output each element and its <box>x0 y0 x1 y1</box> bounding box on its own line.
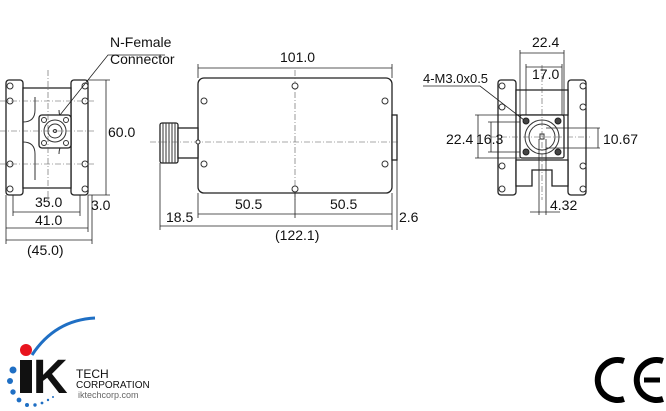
dim-overall-width: (45.0) <box>27 242 64 258</box>
dim-inner-width: 35.0 <box>35 194 62 210</box>
dim-plate: 3.0 <box>91 197 111 213</box>
dim-tab: 2.6 <box>399 209 419 225</box>
logo-url: iktechcorp.com <box>78 390 139 400</box>
dim-width: 41.0 <box>35 212 62 228</box>
thread-callout: 4-M3.0x0.5 <box>423 71 488 86</box>
logo-line2: CORPORATION <box>76 380 150 391</box>
iktech-logo: K TECH CORPORATION iktechcorp.com <box>7 316 150 407</box>
dim-height: 60.0 <box>108 124 135 140</box>
top-view: 101.0 50.5 50.5 18.5 (122.1) 2.6 <box>150 49 419 243</box>
dim-half-right: 50.5 <box>330 196 357 212</box>
dim-outer-width: 22.4 <box>532 34 559 50</box>
logo-red-dot <box>20 344 32 356</box>
side-view: N-Female Connector 60.0 35.0 3.0 41.0 (4… <box>0 34 175 258</box>
dim-overall-length: (122.1) <box>275 227 319 243</box>
ce-mark <box>594 357 664 403</box>
dim-offset-h: 4.32 <box>550 197 577 213</box>
callout-line1: N-Female <box>110 34 172 50</box>
dim-half-left: 50.5 <box>235 196 262 212</box>
logo-k: K <box>33 351 68 404</box>
logo-line1: TECH <box>76 367 109 381</box>
callout-line2: Connector <box>110 51 175 67</box>
dim-body-length: 101.0 <box>280 49 315 65</box>
end-view: 22.4 17.0 4-M3.0x0.5 22.4 16.3 10.67 4.3… <box>423 34 638 215</box>
dim-inner-height: 16.3 <box>476 131 503 147</box>
dim-offset-v: 10.67 <box>603 131 638 147</box>
dim-outer-height: 22.4 <box>446 131 473 147</box>
dim-inner-width: 17.0 <box>532 66 559 82</box>
dim-connector: 18.5 <box>166 209 193 225</box>
